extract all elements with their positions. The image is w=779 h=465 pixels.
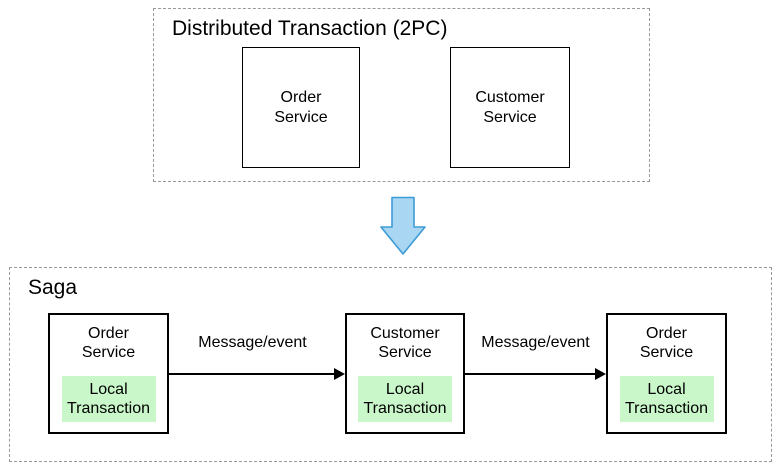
message-arrow-head-icon-1 [334,368,345,380]
message-arrow-line-2 [465,373,597,375]
saga-customer-service-label: Customer Service [370,325,440,362]
2pc-customer-service-label: Customer Service [475,89,545,126]
local-transaction-box-2: Local Transaction [358,376,452,423]
saga-customer-service-node: Customer Service Local Transaction [345,313,465,434]
2pc-customer-service-node: Customer Service [450,47,570,168]
saga-order-service-node-1: Order Service Local Transaction [48,313,169,434]
local-transaction-box-1: Local Transaction [61,376,156,423]
local-transaction-box-3: Local Transaction [619,376,714,423]
saga-order-service-label-2: Order Service [639,325,694,362]
local-transaction-label-3: Local Transaction [625,381,708,418]
2pc-group-container: Distributed Transaction (2PC) Order Serv… [153,8,650,182]
message-arrow-head-icon-2 [595,368,606,380]
saga-group-container: Saga Order Service Local Transaction Mes… [9,267,772,462]
2pc-order-service-label: Order Service [274,89,328,126]
local-transaction-label-2: Local Transaction [363,381,447,418]
saga-order-service-node-2: Order Service Local Transaction [606,313,727,434]
2pc-group-title: Distributed Transaction (2PC) [172,17,448,40]
local-transaction-label-1: Local Transaction [67,381,150,418]
2pc-order-service-node: Order Service [242,47,360,168]
message-event-label-1: Message/event [198,334,307,351]
message-event-label-2: Message/event [481,334,590,351]
saga-order-service-label-1: Order Service [81,325,136,362]
message-arrow-line-1 [169,373,337,375]
down-arrow-icon [380,196,426,255]
saga-group-title: Saga [28,276,78,299]
